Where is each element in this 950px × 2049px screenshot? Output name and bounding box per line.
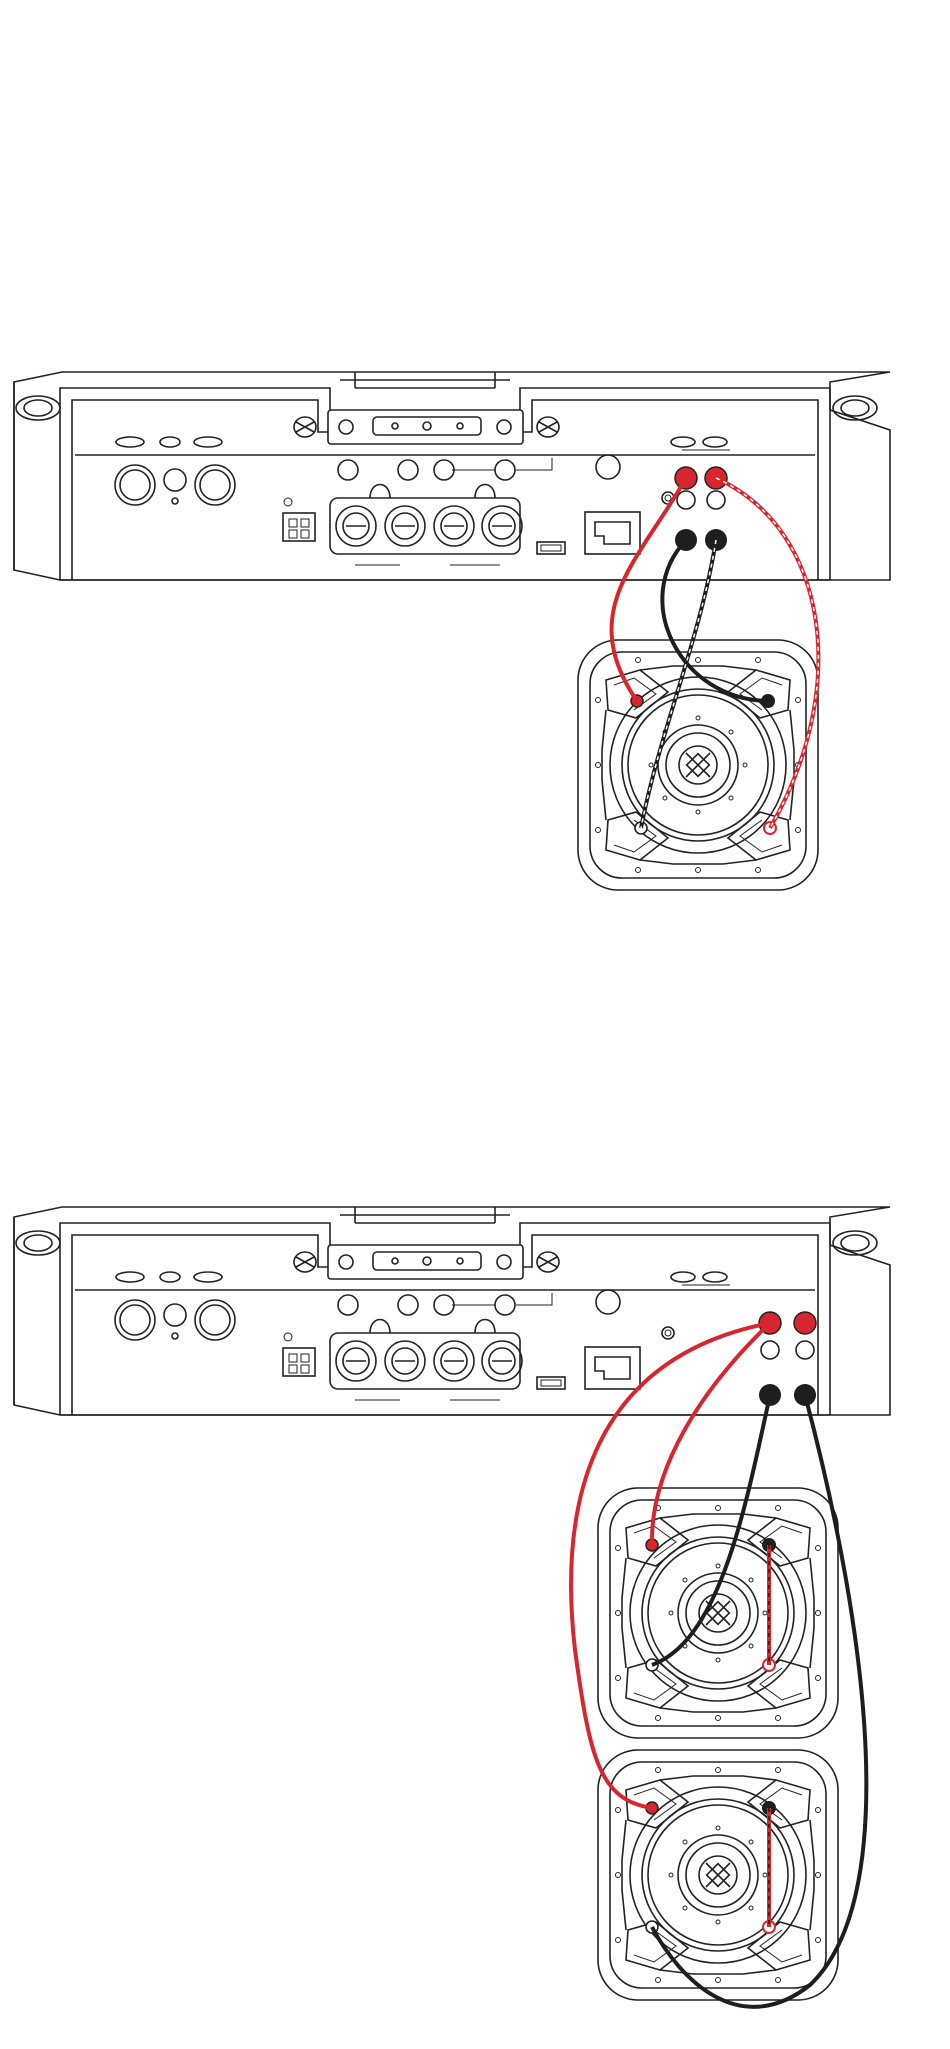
wire-icon [571,1323,866,2007]
subwoofer-icon [598,1488,838,1738]
diagram-one-subwoofer [0,370,890,890]
amplifier-icon [0,370,890,580]
diagram-two-subwoofers [0,1205,890,2007]
subwoofer-icon [578,640,818,890]
subwoofer-icon [598,1750,838,2000]
amplifier-icon [0,1205,890,1415]
